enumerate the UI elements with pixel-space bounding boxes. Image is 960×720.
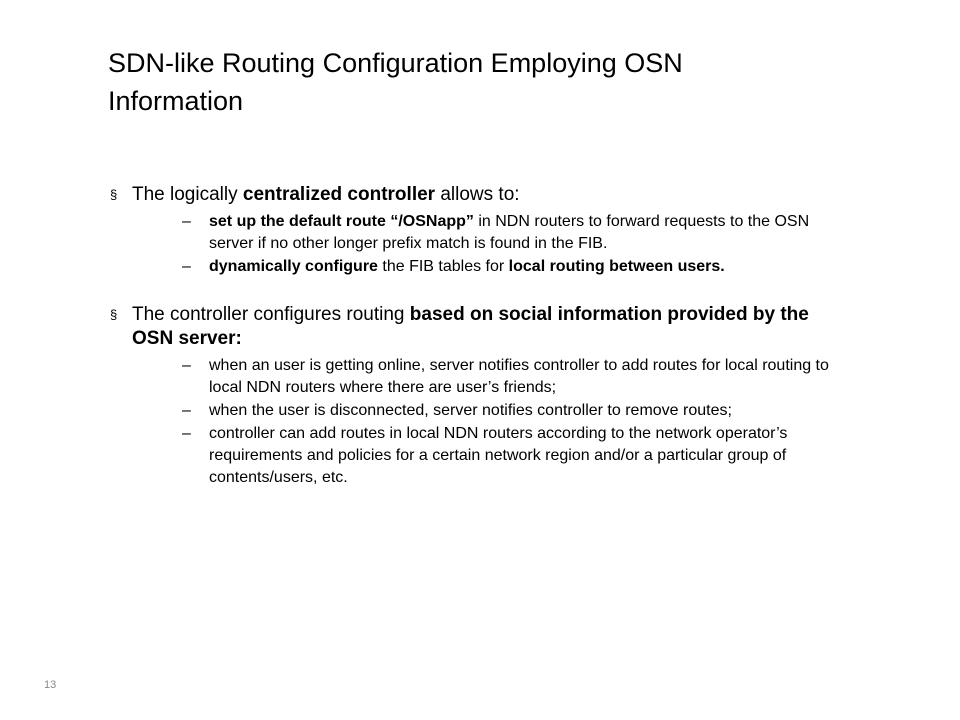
sub-item-dynamic-fib: – dynamically configure the FIB tables f… <box>132 256 850 278</box>
dash-marker: – <box>182 213 191 230</box>
sub-item-default-route: – set up the default route “/OSNapp” in … <box>182 213 810 252</box>
dash-marker: – <box>182 357 191 374</box>
bullet-social-routing: § The controller configures routing base… <box>110 303 850 489</box>
bullet-centralized-controller: § The logically centralized controller a… <box>110 183 850 278</box>
sub-list: – when an user is getting online, server… <box>132 355 850 489</box>
bullet-marker-icon: § <box>110 307 118 322</box>
dash-marker: – <box>182 425 191 442</box>
sub-item-user-online: – when an user is getting online, server… <box>182 357 829 396</box>
sub-item-user-disconnected: – when the user is disconnected, server … <box>132 400 850 422</box>
bullet-text: The controller configures routing based … <box>132 304 809 349</box>
slide-title: SDN-like Routing Configuration Employing… <box>108 44 868 120</box>
bullet-text: The logically centralized controller all… <box>132 184 520 205</box>
dash-marker: – <box>182 402 191 419</box>
sub-item-operator-policies: – controller can add routes in local NDN… <box>182 425 788 486</box>
slide-title-line-2: Information <box>108 86 244 116</box>
bullet-marker-icon: § <box>110 187 118 202</box>
page-number: 13 <box>44 679 57 691</box>
slide-content: § The logically centralized controller a… <box>110 183 850 490</box>
sub-list: – set up the default route “/OSNapp” in … <box>132 211 850 278</box>
slide-title-line-1: SDN-like Routing Configuration Employing… <box>108 48 683 78</box>
dash-marker: – <box>182 258 191 275</box>
